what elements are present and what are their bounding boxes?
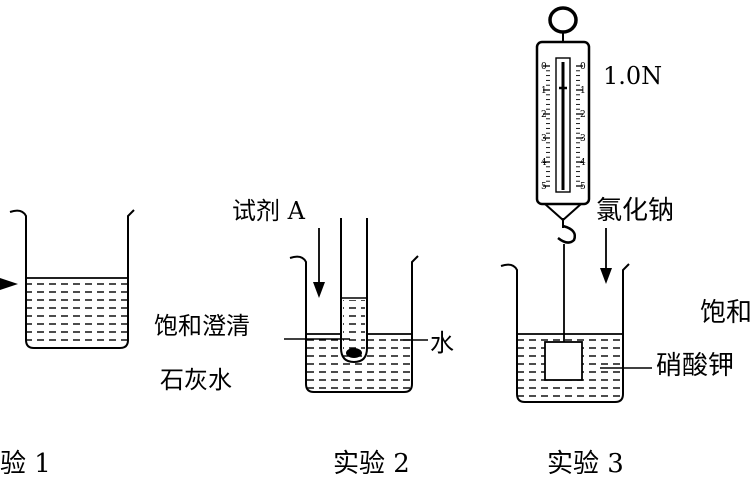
experiment-3: 0 0 1 1 2 2 3 3 4 4 5 5 1.0N 氯化钠 饱和 硝酸钾 实验 3 (500, 6, 750, 479)
scale-tick-label: 3 (580, 134, 586, 144)
saturated-limewater-label-line1: 饱和澄清 (154, 312, 250, 340)
scale-tick-label: 0 (541, 62, 547, 72)
test-tube-liquid (343, 300, 365, 350)
scale-tick-label: 2 (580, 110, 586, 120)
experiment-2-caption: 实验 2 (333, 449, 410, 479)
scale-tick-label: 1 (541, 86, 547, 96)
water-label: 水 (430, 329, 454, 357)
scale-tick-label: 0 (580, 62, 586, 72)
scale-base (544, 203, 582, 222)
test-tube-outline (340, 218, 368, 364)
scale-ticks (543, 65, 583, 187)
beaker-1 (9, 209, 135, 349)
beaker-1-outline (9, 209, 135, 349)
arrow-1-icon (0, 278, 18, 290)
scale-tick-label: 3 (541, 134, 547, 144)
beaker-1-liquid (26, 278, 128, 346)
scale-ring (548, 6, 578, 34)
scale-tick-label: 1 (580, 86, 586, 96)
reagent-a-label: 试剂 A (232, 197, 306, 225)
scale-tick-label: 5 (541, 182, 547, 192)
experiment-2: 试剂 A 饱和澄清 石灰水 水 实验 2 (154, 197, 454, 479)
beaker-2-outline (289, 255, 419, 393)
test-tube (340, 218, 368, 364)
saturated-limewater-label-line2: 石灰水 (160, 366, 232, 394)
saturated-kno3-label-line1: 饱和 (700, 298, 750, 328)
spring-scale: 0 0 1 1 2 2 3 3 4 4 5 5 (535, 6, 591, 244)
precipitate (346, 348, 362, 358)
salt-arrow-icon (600, 228, 612, 284)
scale-tick-labels: 0 0 1 1 2 2 3 3 4 4 5 5 (541, 62, 586, 192)
hanging-block (544, 341, 583, 381)
scale-tick-label: 4 (580, 158, 586, 168)
experiment-1-caption: 验 1 (0, 449, 51, 479)
scale-reading: 1.0N (603, 62, 662, 90)
beaker-3-outline (500, 263, 630, 403)
saturated-kno3-label-line2: 硝酸钾 (656, 351, 734, 381)
sodium-chloride-label: 氯化钠 (596, 196, 674, 226)
experiment-3-caption: 实验 3 (547, 449, 624, 479)
scale-tick-label: 5 (580, 182, 586, 192)
scale-hook-icon (557, 224, 577, 244)
scale-tick-label: 2 (541, 110, 547, 120)
beaker-3 (500, 263, 630, 403)
reagent-arrow-icon (313, 228, 325, 298)
experiment-1: 验 1 (0, 209, 135, 479)
scale-tick-label: 4 (541, 158, 547, 168)
